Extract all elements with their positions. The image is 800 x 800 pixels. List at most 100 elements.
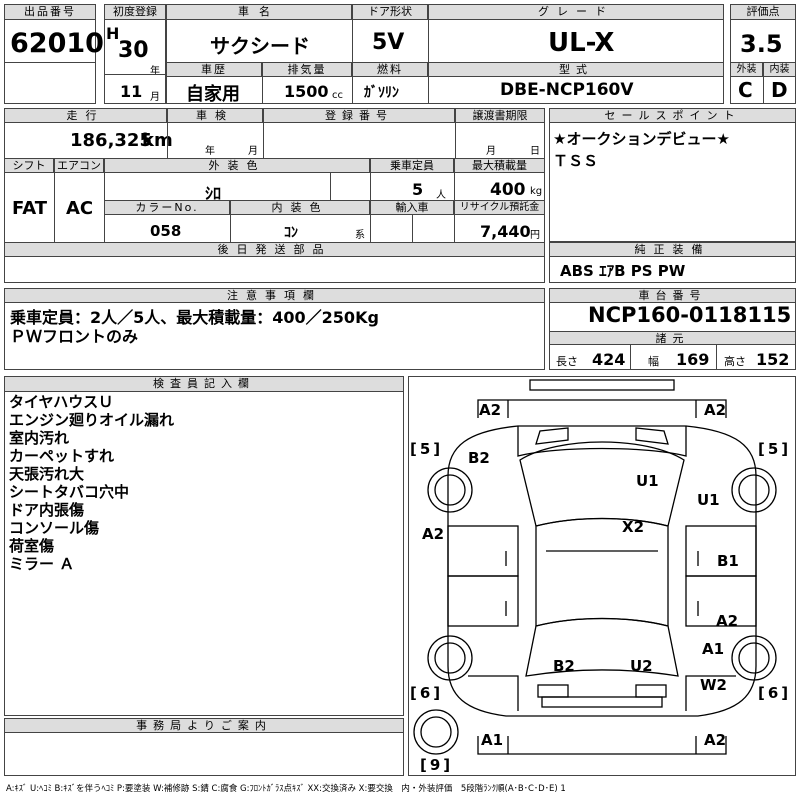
model-label: 型式 — [428, 62, 724, 77]
recycle-label: リサイクル預託金 — [454, 200, 545, 215]
transfer-month-unit: 月 — [486, 146, 496, 157]
import-label: 輸入車 — [370, 200, 454, 215]
load: 400 — [490, 180, 526, 200]
inspector-line: 天張汚れ大 — [9, 465, 85, 483]
damage-mark: A2 — [704, 731, 727, 749]
int-grade: D — [771, 78, 788, 102]
chassis-number: NCP160-0118115 — [588, 303, 792, 327]
damage-mark: U1 — [697, 491, 720, 509]
damage-mark: B2 — [468, 449, 490, 467]
height: 152 — [756, 350, 790, 369]
damage-mark: A2 — [716, 612, 739, 630]
displacement: 1500 — [284, 82, 329, 101]
sales-points-box — [549, 108, 796, 242]
equipment-label: 純正装備 — [549, 242, 796, 257]
score-label: 評価点 — [730, 4, 796, 20]
color-label: 外装色 — [104, 158, 370, 173]
displacement-unit: cc — [332, 90, 343, 101]
width: 169 — [676, 350, 710, 369]
mileage: 186,325 — [70, 130, 152, 151]
door-type: 5V — [372, 30, 405, 55]
reg-no-label: 登録番号 — [263, 108, 455, 123]
load-label: 最大積載量 — [454, 158, 545, 173]
later-parts-label: 後日発送部品 — [4, 242, 545, 257]
damage-mark: A2 — [704, 401, 727, 419]
inspector-line: コンソール傷 — [9, 519, 100, 537]
sales-points-label: セールスポイント — [549, 108, 796, 123]
damage-mark: U2 — [630, 657, 653, 675]
sales-point-line: ＴＳＳ — [553, 152, 599, 170]
dims-label: 諸元 — [549, 331, 796, 345]
damage-mark: B2 — [553, 657, 575, 675]
inspector-line: ミラー Ａ — [9, 555, 75, 573]
damage-mark: U1 — [636, 472, 659, 490]
tire-rear-left: [6] — [410, 684, 444, 702]
ext-grade-label: 外装 — [730, 62, 763, 77]
width-label: 幅 — [648, 355, 659, 368]
lot-number: 62010 — [10, 28, 104, 59]
recycle: 7,440 — [480, 222, 531, 241]
capacity-unit: 人 — [436, 190, 446, 201]
height-label: 高さ — [724, 355, 746, 368]
color-no: 058 — [150, 222, 182, 240]
notes-line: 乗車定員：2人／5人、最大積載量：400／250Kg — [10, 308, 379, 327]
mileage-label: 走行 — [4, 108, 167, 123]
inspector-line: タイヤハウスＵ — [9, 393, 114, 411]
reg-month: 11 — [120, 82, 143, 101]
lot-label: 出品番号 — [4, 4, 96, 20]
history: 自家用 — [186, 84, 240, 105]
damage-mark: A1 — [481, 731, 504, 749]
car-name-label: 車名 — [166, 4, 352, 20]
transfer-label: 譲渡書期限 — [455, 108, 545, 123]
length-label: 長さ — [556, 355, 578, 368]
int-color: ｺﾝ — [284, 225, 298, 241]
capacity-label: 乗車定員 — [370, 158, 454, 173]
reg-year: 30 — [118, 38, 149, 63]
fuel-label: 燃料 — [352, 62, 428, 77]
load-unit: kg — [530, 186, 543, 197]
damage-mark: W2 — [700, 676, 727, 694]
grade: UL-X — [548, 28, 615, 58]
tire-front-right: [5] — [758, 440, 792, 458]
inspector-line: エンジン廻りオイル漏れ — [9, 411, 175, 429]
car-diagram — [408, 376, 796, 776]
inspector-line: カーペットすれ — [9, 447, 115, 465]
ext-grade: C — [738, 78, 753, 102]
recycle-unit: 円 — [530, 230, 540, 241]
fuel: ｶﾞｿﾘﾝ — [364, 85, 399, 101]
grade-label: グレード — [428, 4, 724, 20]
damage-mark: B1 — [717, 552, 739, 570]
legend: A:ｷｽﾞ U:ﾍｺﾐ B:ｷｽﾞを伴うﾍｺﾐ P:要塗装 W:補修跡 S:錆 … — [6, 784, 566, 794]
inspector-notes: タイヤハウスＵ エンジン廻りオイル漏れ 室内汚れ カーペットすれ 天張汚れ大 シ… — [9, 393, 174, 573]
int-color-label: 内装色 — [230, 200, 370, 215]
inspection-label: 車検 — [167, 108, 263, 123]
car-name: サクシード — [210, 34, 310, 58]
spare-tire: [9] — [420, 756, 454, 774]
era: H — [106, 24, 120, 43]
displacement-label: 排気量 — [262, 62, 352, 77]
inspector-line: 荷室傷 — [9, 537, 55, 555]
int-color-unit: 系 — [355, 230, 365, 241]
damage-mark: X2 — [622, 518, 645, 536]
month-unit: 月 — [150, 92, 160, 103]
equipment: ABS ｴｱB PS PW — [560, 262, 686, 280]
inspector-line: ドア内張傷 — [9, 501, 85, 519]
int-grade-label: 内装 — [763, 62, 796, 77]
damage-mark: A1 — [702, 640, 725, 658]
first-reg-label: 初度登録 — [104, 4, 166, 20]
inspector-label: 検査員記入欄 — [4, 376, 404, 392]
inspector-line: 室内汚れ — [9, 429, 70, 447]
color: ｼﾛ — [205, 184, 222, 203]
capacity: 5 — [412, 180, 424, 199]
aircon: AC — [66, 198, 94, 219]
inspection-month-unit: 月 — [248, 146, 258, 157]
chassis-label: 車台番号 — [549, 288, 796, 303]
inspection-year-unit: 年 — [205, 146, 215, 157]
mileage-unit: km — [142, 130, 173, 151]
damage-mark: A2 — [422, 525, 445, 543]
notes-line: ＰＷフロントのみ — [10, 327, 139, 346]
damage-mark: A2 — [479, 401, 502, 419]
model: DBE-NCP160V — [500, 80, 634, 100]
inspector-line: シートタバコ穴中 — [9, 483, 130, 501]
length: 424 — [592, 350, 626, 369]
